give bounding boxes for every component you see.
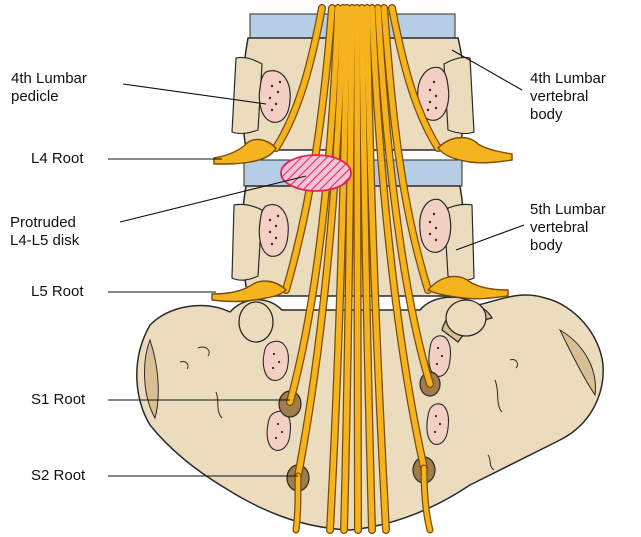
l5-right-pedicle [420,199,451,252]
label-l5-root: L5 Root [31,283,84,301]
l5-left-pedicle [259,205,288,257]
label-l5-body-line1: 5th Lumbar [530,201,606,219]
label-l4-body-line3: body [530,106,606,124]
label-disk-line2: L4-L5 disk [10,232,79,250]
label-l4-body-line1: 4th Lumbar [530,70,606,88]
label-disk-line1: Protruded [10,214,79,232]
label-s2-root: S2 Root [31,467,85,485]
label-l4-body-line2: vertebral [530,88,606,106]
label-l5-body-line2: vertebral [530,219,606,237]
label-l4-body: 4th Lumbar vertebral body [530,70,606,124]
label-l4-root: L4 Root [31,150,84,168]
label-l5-body: 5th Lumbar vertebral body [530,201,606,255]
herniated-disk [281,155,351,191]
label-l4-pedicle: 4th Lumbar pedicle [11,70,87,106]
label-disk: Protruded L4-L5 disk [10,214,79,250]
label-s1-root: S1 Root [31,391,85,409]
label-l4-pedicle-line1: 4th Lumbar [11,70,87,88]
label-l4-pedicle-line2: pedicle [11,88,87,106]
l4-left-pedicle [259,71,290,123]
label-l5-body-line3: body [530,237,606,255]
